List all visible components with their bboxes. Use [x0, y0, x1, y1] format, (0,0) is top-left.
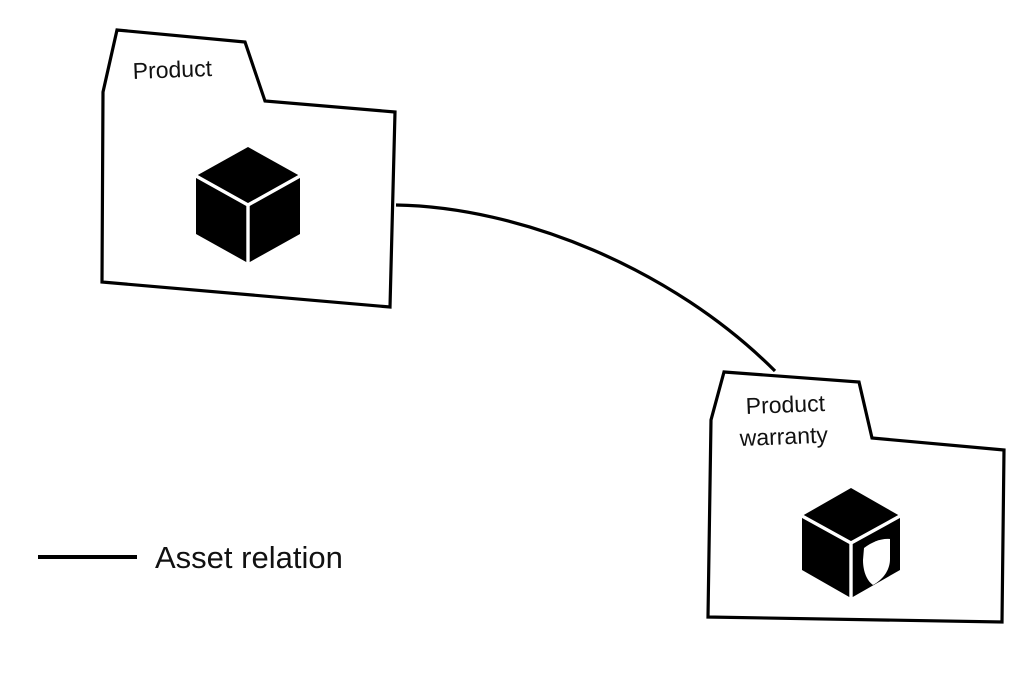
- legend-label-asset-relation: Asset relation: [155, 540, 343, 575]
- asset-relation-edge-path[interactable]: [395, 203, 777, 373]
- node-product-warranty[interactable]: Product warranty: [706, 370, 1006, 624]
- legend: Asset relation: [38, 540, 343, 575]
- node-product-label: Product: [132, 55, 213, 84]
- cube-icon: [195, 147, 301, 263]
- shield-cutout: [863, 538, 890, 585]
- cube-shield-icon: [801, 488, 901, 598]
- node-product[interactable]: Product: [100, 28, 397, 309]
- node-product-warranty-label-line-1: Product: [745, 390, 826, 419]
- node-product-warranty-label-line-2: warranty: [738, 422, 829, 451]
- legend-item-asset-relation[interactable]: Asset relation: [38, 540, 343, 575]
- edge-product-to-product-warranty[interactable]: [395, 203, 777, 373]
